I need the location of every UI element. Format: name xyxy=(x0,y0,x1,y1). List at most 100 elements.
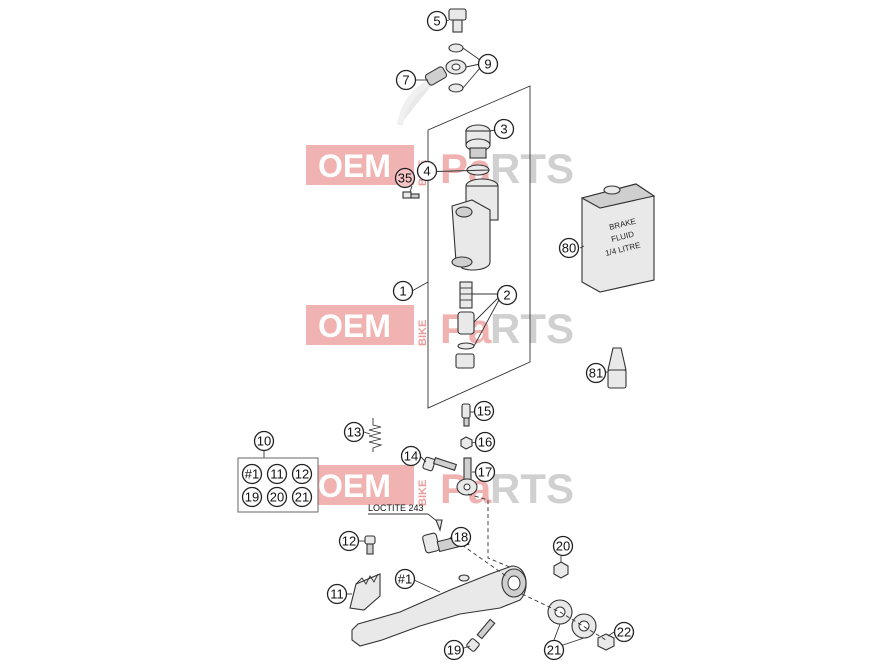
kit-item-0-text: #1 xyxy=(245,467,259,482)
kit-item-3: 19 xyxy=(241,486,263,508)
callout-c5-text: 5 xyxy=(433,14,440,29)
kit-item-2-text: 12 xyxy=(295,467,309,482)
callout-c15: 15 xyxy=(473,400,495,422)
callout-c9: 9 xyxy=(477,53,499,75)
callout-c2: 2 xyxy=(496,284,518,306)
kit-item-1: 11 xyxy=(266,463,288,485)
small-glue-bottle xyxy=(607,347,627,389)
washer-top xyxy=(448,43,464,53)
watermark-bike: BIKE xyxy=(417,480,429,506)
callout-c2-text: 2 xyxy=(503,288,510,303)
callout-c80: 80 xyxy=(558,237,580,259)
callout-c35: 35 xyxy=(394,167,416,189)
callout-c4-text: 4 xyxy=(423,164,430,179)
brake-pedal xyxy=(351,565,527,647)
bearing-2 xyxy=(571,613,597,639)
callout-c20b-text: 20 xyxy=(556,539,570,554)
watermark-logo-3: OEM BIKE Pa RTS xyxy=(306,465,574,512)
pedal-step-plate xyxy=(349,573,381,611)
callout-c3-text: 3 xyxy=(500,122,507,137)
callout-c1b: #1 xyxy=(394,568,416,590)
callout-c81-text: 81 xyxy=(589,366,603,381)
callout-c16-text: 16 xyxy=(478,435,492,450)
assembly-line-bearings xyxy=(521,593,561,613)
brake-fluid-bottle: BRAKE FLUID 1/4 LITRE xyxy=(580,183,656,293)
stop-bolt xyxy=(466,618,496,652)
return-spring xyxy=(368,418,383,452)
kit-item-0: #1 xyxy=(241,463,263,485)
kit-item-2: 12 xyxy=(291,463,313,485)
callout-c22: 22 xyxy=(613,621,635,643)
kit-item-4: 20 xyxy=(266,486,288,508)
reservoir-cap xyxy=(465,124,491,159)
callout-c13-text: 13 xyxy=(347,425,361,440)
small-bolt xyxy=(402,191,420,199)
callout-c9-text: 9 xyxy=(484,57,491,72)
kit-group-callout: 10 xyxy=(253,430,275,452)
watermark-oem: OEM xyxy=(318,308,391,344)
callout-c17: 17 xyxy=(474,461,496,483)
kit-item-3-text: 19 xyxy=(245,490,259,505)
callout-c4: 4 xyxy=(416,160,438,182)
callout-c12b: 12 xyxy=(338,530,360,552)
callout-c11b-text: 11 xyxy=(330,587,344,602)
kit-group-callout-text: 10 xyxy=(257,434,271,449)
watermark-parts-rts: RTS xyxy=(490,145,574,192)
callout-c1-text: 1 xyxy=(399,284,406,299)
callout-c35-text: 35 xyxy=(398,171,412,186)
callout-c21b-text: 21 xyxy=(547,643,561,658)
callout-c13: 13 xyxy=(343,421,365,443)
assembly-line-clevis xyxy=(467,493,513,569)
lock-nut xyxy=(553,561,569,579)
clevis xyxy=(456,457,478,496)
kit-item-5: 21 xyxy=(291,486,313,508)
callout-c80-text: 80 xyxy=(562,241,576,256)
hex-nut xyxy=(460,436,473,450)
kit-item-4-text: 20 xyxy=(270,490,284,505)
brake-hose xyxy=(397,59,467,126)
adjust-screw xyxy=(364,535,376,555)
watermark-oem: OEM xyxy=(318,468,391,504)
watermark-parts-rts: RTS xyxy=(490,305,574,352)
callout-c14-text: 14 xyxy=(404,449,418,464)
watermark-bike: BIKE xyxy=(417,320,429,346)
callout-c11b: 11 xyxy=(326,583,348,605)
banjo-bolt xyxy=(448,8,467,33)
master-cylinder-group-panel xyxy=(427,85,531,409)
callout-c1b-text: #1 xyxy=(398,572,412,587)
glue-drop-icon xyxy=(435,519,443,532)
callout-c16: 16 xyxy=(474,431,496,453)
callout-c7-text: 7 xyxy=(402,73,409,88)
callout-c5: 5 xyxy=(426,10,448,32)
callout-c12b-text: 12 xyxy=(342,534,356,549)
callout-c21b: 21 xyxy=(543,639,565,661)
callout-c14: 14 xyxy=(400,445,422,467)
callout-c18: 18 xyxy=(450,526,472,548)
callout-c19b: 19 xyxy=(443,639,465,661)
master-cylinder-body xyxy=(451,178,499,271)
assembly-line-bolt xyxy=(461,544,507,577)
watermark-logo-1: OEM BIKE Pa RTS xyxy=(306,145,574,192)
loctite-label: LOCTITE 243 xyxy=(368,503,424,513)
callout-c81: 81 xyxy=(585,362,607,384)
callout-c20b: 20 xyxy=(552,535,574,557)
kit-item-5-text: 21 xyxy=(295,490,309,505)
washer-bottom xyxy=(448,83,464,93)
callout-c1: 1 xyxy=(392,280,414,302)
bleed-screw xyxy=(461,403,471,427)
pedal-axle-bolt xyxy=(597,633,615,651)
callout-c22-text: 22 xyxy=(617,625,631,640)
watermark-oem: OEM xyxy=(318,148,391,184)
piston-kit xyxy=(455,281,475,369)
callout-c15-text: 15 xyxy=(477,404,491,419)
watermark-parts-rts: RTS xyxy=(490,465,574,512)
callout-c17-text: 17 xyxy=(478,465,492,480)
callout-c19b-text: 19 xyxy=(447,643,461,658)
pivot-bolt xyxy=(422,456,458,472)
watermark-logo-2: OEM BIKE Pa RTS xyxy=(306,305,574,352)
callout-c7: 7 xyxy=(395,69,417,91)
assembly-line-axle xyxy=(559,611,607,641)
kit-item-1-text: 11 xyxy=(270,467,284,482)
